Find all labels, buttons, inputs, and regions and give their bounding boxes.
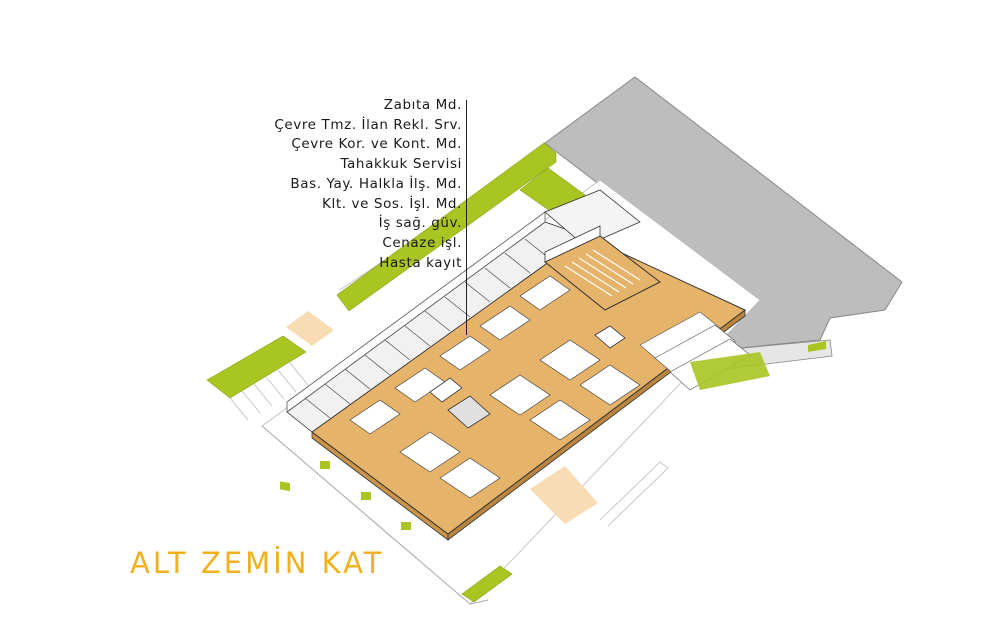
site-walkway-2 xyxy=(599,461,669,527)
site-edge xyxy=(261,425,489,605)
desk-clusters xyxy=(349,275,641,499)
green-strip-bottom xyxy=(461,565,513,603)
peach-patch-bottom xyxy=(530,466,598,524)
hall-wall xyxy=(544,225,601,263)
department-label: Bas. Yay. Halkla İlş. Md. xyxy=(290,175,462,192)
escalator xyxy=(447,395,491,429)
label-leader-line xyxy=(466,100,467,335)
hall-seating xyxy=(564,249,641,297)
department-label: Çevre Tmz. İlan Rekl. Srv. xyxy=(274,116,462,133)
green-strip-neighbor xyxy=(808,341,826,352)
department-label: İş sağ. güv. xyxy=(378,215,462,232)
department-label: Tahakkuk Servisi xyxy=(340,156,462,173)
service-rooms xyxy=(544,189,641,247)
floor-title: ALT ZEMİN KAT xyxy=(130,546,385,580)
department-label: Klt. ve Sos. İşl. Md. xyxy=(322,195,462,212)
green-strip-upper xyxy=(336,142,557,312)
department-label: Zabıta Md. xyxy=(383,97,462,113)
planters xyxy=(278,459,413,532)
department-labels: Zabıta Md. Çevre Tmz. İlan Rekl. Srv. Çe… xyxy=(200,96,462,273)
terrace-green xyxy=(690,352,770,390)
office-partitions xyxy=(286,211,551,419)
lift-core xyxy=(594,325,626,349)
parking-lines xyxy=(229,362,309,421)
department-label: Çevre Kor. ve Kont. Md. xyxy=(291,136,462,153)
department-label: Cenaze işl. xyxy=(382,234,462,251)
department-label: Hasta kayıt xyxy=(379,254,462,271)
green-strip-left xyxy=(206,335,307,399)
stair-core xyxy=(429,377,463,403)
peach-patch-left xyxy=(286,311,334,346)
